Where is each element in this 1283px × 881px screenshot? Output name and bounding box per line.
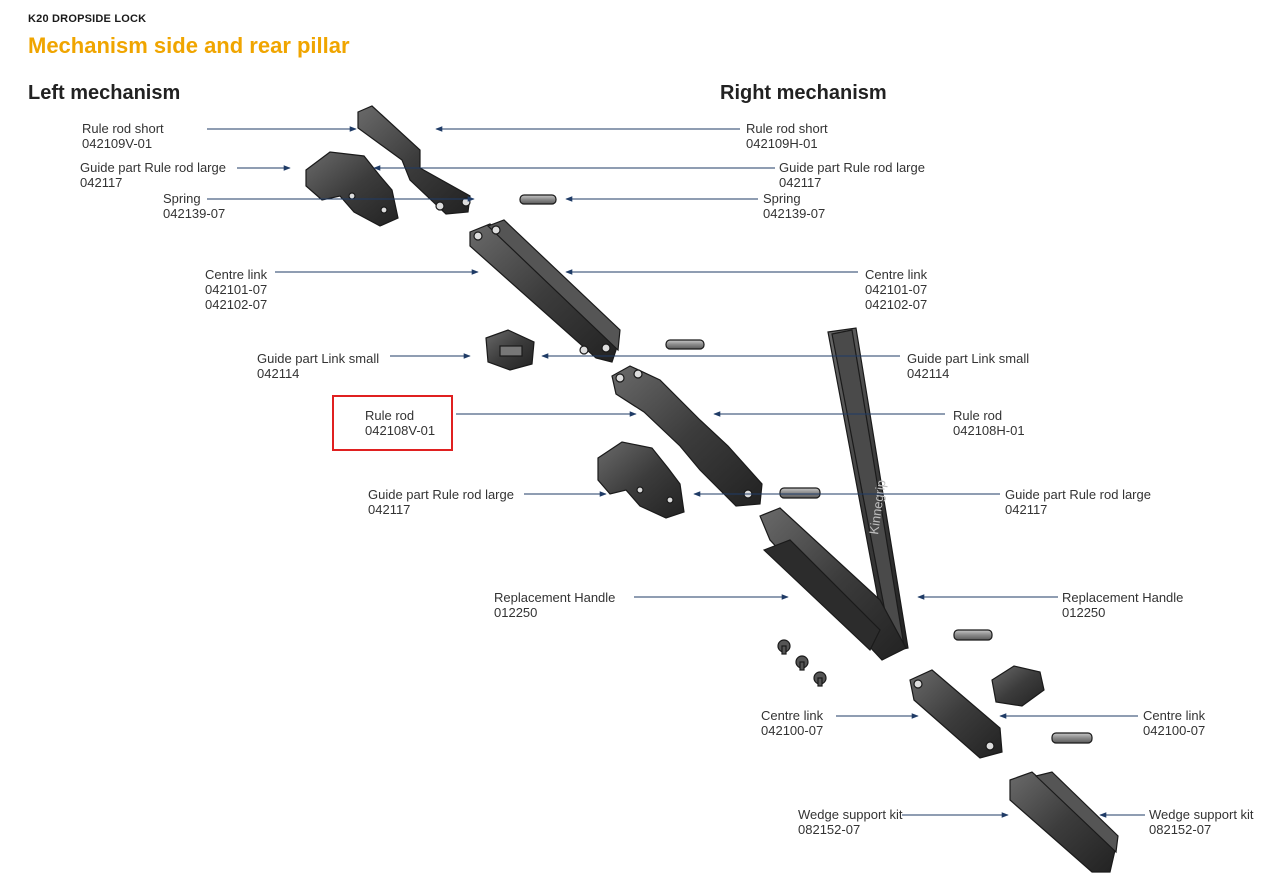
left-mechanism-heading: Left mechanism [28,82,181,104]
guide-part-rule-rod-large-part-lower [597,441,685,519]
wedge-support-kit-part [1009,771,1119,873]
page-title: Mechanism side and rear pillar [28,33,350,58]
parts-group: Kinnegrip [305,105,1119,873]
spring-part-lower [779,487,821,499]
document-kicker: K20 DROPSIDE LOCK [28,13,147,25]
guide-part-rule-rod-large-part-top [305,151,399,227]
centre-link-long-part [469,219,621,363]
right-mechanism-heading: Right mechanism [720,82,887,104]
spring-part-bottom [1051,732,1093,744]
replacement-handle-part: Kinnegrip [759,327,909,661]
guide-part-link-small-part [485,329,535,371]
rule-rod-part [611,365,763,507]
spring-part-top [519,194,557,205]
highlight-box [332,395,453,451]
centre-link-short-part [909,669,1003,759]
screws-part [777,639,827,687]
spring-part-right [953,629,993,641]
callout-arrows [207,126,1145,818]
spring-part-middle [665,339,705,350]
guide-part-small-right [991,665,1045,707]
